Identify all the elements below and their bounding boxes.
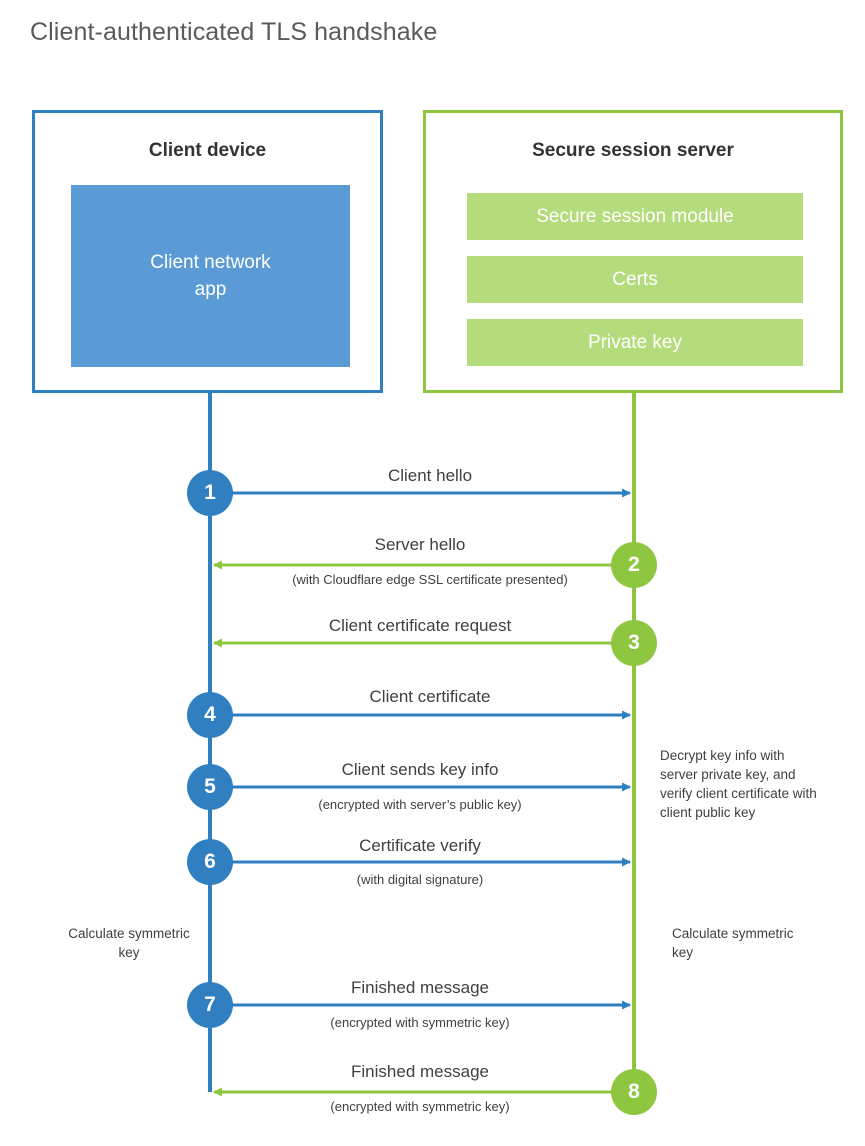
message-sublabel-2: (with Cloudflare edge SSL certificate pr… — [292, 572, 568, 587]
message-label-5: Client sends key info — [341, 760, 499, 779]
step-badge-3: 3 — [611, 620, 657, 666]
server-module-secure-session-module: Secure session module — [467, 193, 803, 240]
step-badge-1: 1 — [187, 470, 233, 516]
server-decrypt-note: Decrypt key info with server private key… — [660, 748, 817, 820]
client-device-title: Client device — [148, 140, 267, 161]
step-badge-7: 7 — [187, 982, 233, 1028]
step-badge-5: 5 — [187, 764, 233, 810]
client-app-label-line1: Client network — [150, 252, 271, 273]
step-badge-8: 8 — [611, 1069, 657, 1115]
server-module-certs: Certs — [467, 256, 803, 303]
message-sublabel-6: (with digital signature) — [356, 872, 484, 887]
message-label-1: Client hello — [387, 466, 473, 485]
message-sublabel-5: (encrypted with server’s public key) — [318, 797, 522, 812]
step-badge-6: 6 — [187, 839, 233, 885]
message-label-2: Server hello — [374, 535, 466, 554]
step-badge-4: 4 — [187, 692, 233, 738]
client-app-label-line2: app — [194, 279, 227, 300]
message-label-8: Finished message — [351, 1062, 489, 1081]
secure-session-server-box: Secure session server Secure session mod… — [423, 110, 843, 393]
client-calculate-symmetric-key-note: Calculate symmetric key — [68, 926, 190, 960]
message-label-7: Finished message — [351, 978, 489, 997]
step-badge-2: 2 — [611, 542, 657, 588]
message-label-3: Client certificate request — [328, 616, 512, 635]
message-label-6: Certificate verify — [359, 836, 481, 855]
client-device-box: Client device Client network app — [32, 110, 383, 393]
page-title: Client-authenticated TLS handshake — [30, 18, 438, 46]
message-sublabel-8: (encrypted with symmetric key) — [330, 1099, 510, 1114]
secure-session-server-title: Secure session server — [532, 140, 734, 161]
server-calculate-symmetric-key-note: Calculate symmetric key — [672, 926, 794, 960]
message-label-4: Client certificate — [369, 687, 491, 706]
server-module-private-key: Private key — [467, 319, 803, 366]
message-sublabel-7: (encrypted with symmetric key) — [330, 1015, 510, 1030]
client-network-app-block: Client network app — [71, 185, 350, 367]
